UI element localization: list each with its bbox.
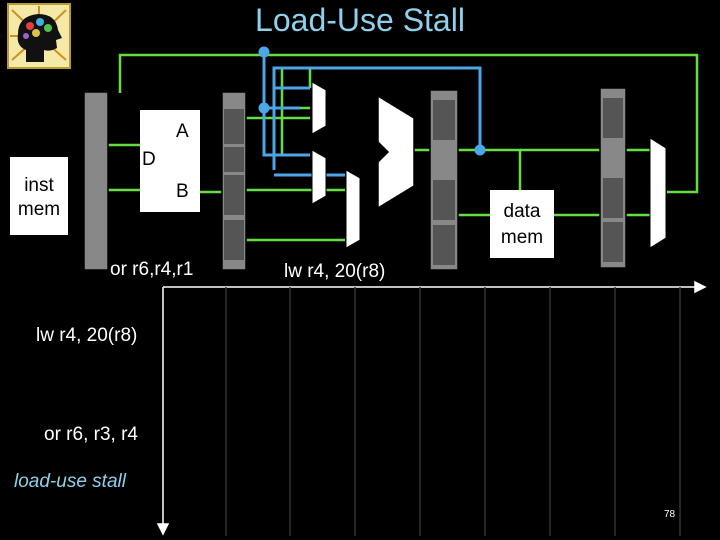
timeline-row-label: lw r4, 20(r8) xyxy=(36,325,138,346)
register-file xyxy=(140,110,200,212)
inst-mem-label: inst mem xyxy=(17,175,61,220)
ex-mem-register xyxy=(429,89,459,271)
load-use-stall-label: load-use stall xyxy=(14,471,126,492)
page-number: 78 xyxy=(664,509,676,520)
brain-head-logo-icon xyxy=(7,3,71,69)
inst-mem-box xyxy=(10,157,68,235)
forward-mux-a xyxy=(311,81,327,135)
data-mem-label: data mem xyxy=(500,201,544,248)
reg-a-label: A xyxy=(176,121,189,142)
reg-b-label: B xyxy=(176,181,189,202)
execute-stage-instruction: lw r4, 20(r8) xyxy=(284,261,386,282)
writeback-mux xyxy=(649,137,667,249)
page-title: Load-Use Stall xyxy=(255,2,465,38)
timeline-row-label: or r6, r3, r4 xyxy=(44,424,138,445)
fetch-register xyxy=(83,91,109,271)
id-ex-register xyxy=(221,91,247,271)
timeline-grid xyxy=(156,280,707,536)
imm-mux xyxy=(345,169,361,249)
alu-icon xyxy=(377,94,415,210)
reg-d-label: D xyxy=(142,149,156,170)
forwarding-paths xyxy=(258,46,486,177)
mem-wb-register xyxy=(599,87,627,269)
forward-mux-b xyxy=(311,149,327,205)
decode-stage-instruction: or r6,r4,r1 xyxy=(110,259,194,280)
data-mem-box xyxy=(490,190,554,258)
